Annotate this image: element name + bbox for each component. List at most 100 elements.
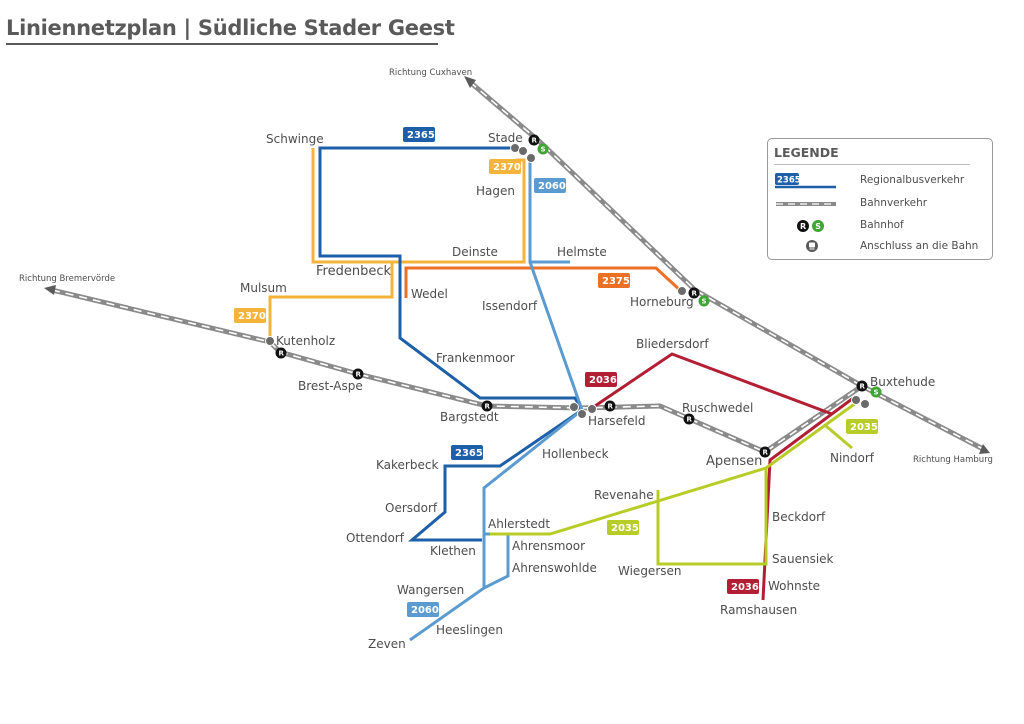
station-bliedersdorf: Bliedersdorf <box>636 337 709 351</box>
station-bargstedt: Bargstedt <box>440 410 499 424</box>
station-issendorf: Issendorf <box>482 299 538 313</box>
line-2035-nindorf-route <box>825 424 853 450</box>
station-buxtehude: Buxtehude <box>870 375 935 389</box>
svg-text:S: S <box>541 146 546 154</box>
r-station-icon: R <box>528 134 540 146</box>
station-sauensiek: Sauensiek <box>772 552 834 566</box>
arrow-cuxhaven-icon <box>464 76 476 88</box>
station-hagen: Hagen <box>476 184 515 198</box>
connection-icon <box>587 404 597 414</box>
svg-text:2060: 2060 <box>538 181 566 192</box>
r-station-icon: R <box>759 446 771 458</box>
station-brest-aspe: Brest-Aspe <box>298 379 363 393</box>
title-underline <box>6 43 438 45</box>
connection-icon <box>526 153 536 163</box>
line-2060-ahrens-route <box>483 532 510 590</box>
svg-text:S: S <box>815 222 821 231</box>
badge-2375: 2375 <box>598 273 630 288</box>
badge-2036-wohnste: 2036 <box>727 579 759 594</box>
svg-text:R: R <box>356 371 362 379</box>
svg-text:2370: 2370 <box>238 311 266 322</box>
svg-text:R: R <box>687 416 693 424</box>
connection-icon <box>569 402 579 412</box>
connection-icon <box>860 399 870 409</box>
station-kutenholz: Kutenholz <box>276 334 335 348</box>
station-horneburg: Horneburg <box>630 295 694 309</box>
connection-icon <box>518 146 528 156</box>
badge-2060-stade: 2060 <box>534 178 566 193</box>
svg-text:2036: 2036 <box>731 582 759 593</box>
legend-label-station: Bahnhof <box>860 219 904 231</box>
legend-label-rail: Bahnverkehr <box>860 197 928 209</box>
station-ottendorf: Ottendorf <box>346 531 405 545</box>
s-station-icon: S <box>870 386 882 398</box>
station-klethen: Klethen <box>430 544 476 558</box>
svg-text:R: R <box>860 383 866 391</box>
svg-text:2365: 2365 <box>455 448 483 459</box>
r-station-icon: R <box>352 368 364 380</box>
r-station-icon: R <box>275 347 287 359</box>
svg-text:R: R <box>485 403 491 411</box>
badge-2370-mulsum: 2370 <box>234 308 266 323</box>
station-ramshausen: Ramshausen <box>720 603 797 617</box>
station-icons: R S R S R R R R R R R S <box>265 134 882 458</box>
legend-label-connection: Anschluss an die Bahn <box>860 240 979 252</box>
svg-text:S: S <box>874 389 879 397</box>
station-wangersen: Wangersen <box>397 583 464 597</box>
r-station-icon: R <box>688 287 700 299</box>
svg-text:R: R <box>279 350 285 358</box>
r-station-icon: R <box>683 413 695 425</box>
svg-text:R: R <box>608 403 614 411</box>
svg-text:2036: 2036 <box>589 375 617 386</box>
svg-text:R: R <box>532 137 538 145</box>
badge-2035-nindorf: 2035 <box>846 419 878 434</box>
line-2370-route <box>311 148 526 264</box>
svg-text:S: S <box>702 298 707 306</box>
station-wohnste: Wohnste <box>768 579 820 593</box>
arrow-bremervoerde-icon <box>44 285 56 295</box>
svg-text:2370: 2370 <box>493 162 521 173</box>
r-station-icon: R <box>481 400 493 412</box>
station-labels: Schwinge Stade Hagen Deinste Helmste Fre… <box>240 131 935 651</box>
line-badges: 2365 2370 2060 2375 2370 2036 2365 2035 <box>234 127 878 617</box>
legend-row-bus: 2365 Regionalbusverkehr <box>774 172 986 190</box>
svg-text:2060: 2060 <box>411 605 439 616</box>
legend-divider <box>774 164 970 165</box>
station-stade: Stade <box>488 131 523 145</box>
direction-cuxhaven: Richtung Cuxhaven <box>389 68 472 78</box>
train-connection-icon <box>806 240 818 252</box>
s-station-icon: S <box>698 295 710 307</box>
line-2060-main-route <box>409 261 584 642</box>
svg-text:2035: 2035 <box>850 422 878 433</box>
station-apensen: Apensen <box>706 454 762 469</box>
svg-text:2365: 2365 <box>407 130 435 141</box>
station-harsefeld: Harsefeld <box>588 414 646 428</box>
r-station-icon: R <box>856 380 868 392</box>
connection-icon <box>851 395 861 405</box>
station-wedel: Wedel <box>411 287 448 301</box>
station-helmste: Helmste <box>557 245 607 259</box>
station-ahlerstedt: Ahlerstedt <box>488 517 550 531</box>
arrow-hamburg-icon <box>979 444 990 454</box>
line-2370-mulsum-route <box>268 262 394 340</box>
r-station-icon: R <box>604 400 616 412</box>
direction-bremervoerde: Richtung Bremervörde <box>19 274 115 284</box>
connection-icon <box>677 286 687 296</box>
line-2036-route <box>591 352 833 416</box>
station-zeven: Zeven <box>368 637 406 651</box>
svg-text:2035: 2035 <box>611 523 639 534</box>
svg-text:R: R <box>692 290 698 298</box>
rail-line-symbol <box>776 202 836 206</box>
station-icon: R S <box>797 220 824 232</box>
connection-icon <box>265 336 275 346</box>
station-kakerbeck: Kakerbeck <box>376 458 438 472</box>
station-ruschwedel: Ruschwedel <box>682 401 753 415</box>
station-revenahe: Revenahe <box>594 488 654 502</box>
station-deinste: Deinste <box>452 245 498 259</box>
station-schwinge: Schwinge <box>266 132 324 146</box>
badge-2036-harsefeld: 2036 <box>585 372 617 387</box>
svg-text:R: R <box>763 449 769 457</box>
direction-hamburg: Richtung Hamburg <box>913 455 993 465</box>
svg-text:R: R <box>800 222 806 231</box>
station-ahrenswohlde: Ahrenswohlde <box>512 561 597 575</box>
